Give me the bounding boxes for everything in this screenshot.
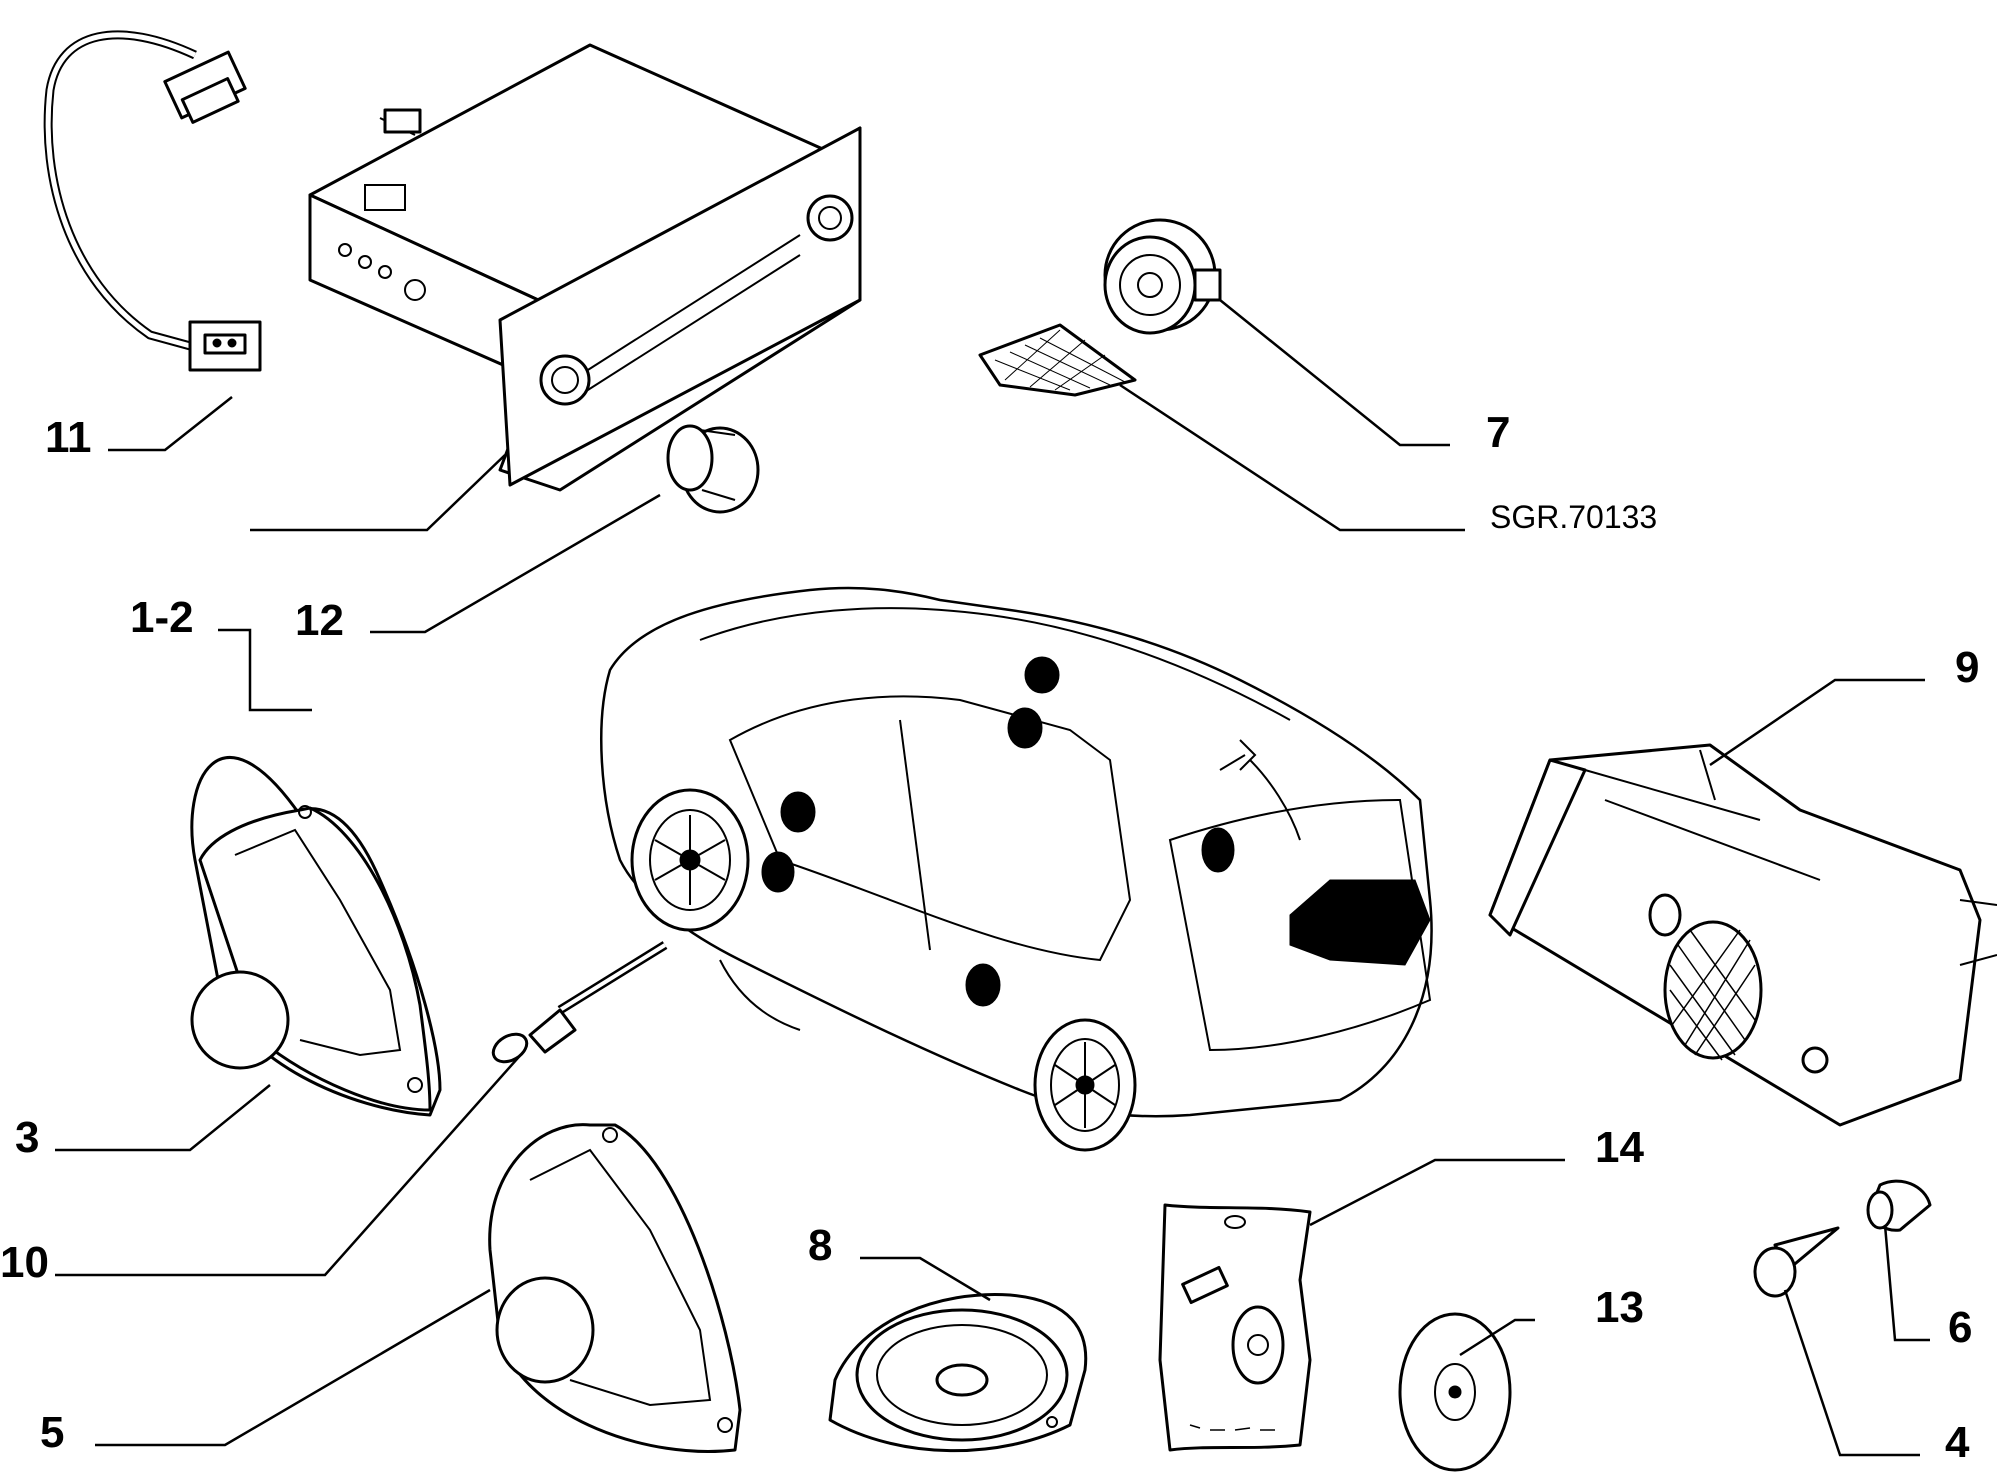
callout-9: 9 [1955,643,1979,692]
rear-speaker-part [488,1123,742,1453]
knob-part [666,424,760,514]
cd-disc-part [1398,1312,1512,1472]
callout-4: 4 [1945,1418,1970,1467]
screw-part [1753,1226,1840,1298]
callout-8: 8 [808,1221,832,1270]
wiring-harness-part [43,30,262,372]
callout-6: 6 [1948,1303,1972,1352]
door-speaker-part [828,1292,1088,1453]
callout-12: 12 [295,596,344,645]
leader-lines [55,299,1930,1457]
callout-3: 3 [15,1113,39,1162]
callout-14: 14 [1595,1123,1644,1172]
tweeter-grille-part [978,323,1137,397]
kit-bag-part [1158,1203,1312,1452]
clip-nut-part [1866,1179,1932,1232]
reference-code: SGR.70133 [1490,499,1657,535]
callout-1-2: 1-2 [130,593,194,642]
callout-5: 5 [40,1408,64,1457]
radio-head-unit-part [308,43,862,492]
subwoofer-box-part [1488,743,1997,1127]
callout-7: 7 [1486,408,1510,457]
car-body [600,586,1433,1152]
rivet-part [491,941,668,1064]
callout-labels: 11 1-2 12 7 SGR.70133 9 3 10 5 8 14 13 6… [0,408,1979,1467]
tweeter-part [1103,218,1222,335]
front-speaker-part [190,756,442,1117]
callout-11: 11 [45,413,92,462]
callout-13: 13 [1595,1283,1644,1332]
callout-10: 10 [0,1238,49,1287]
